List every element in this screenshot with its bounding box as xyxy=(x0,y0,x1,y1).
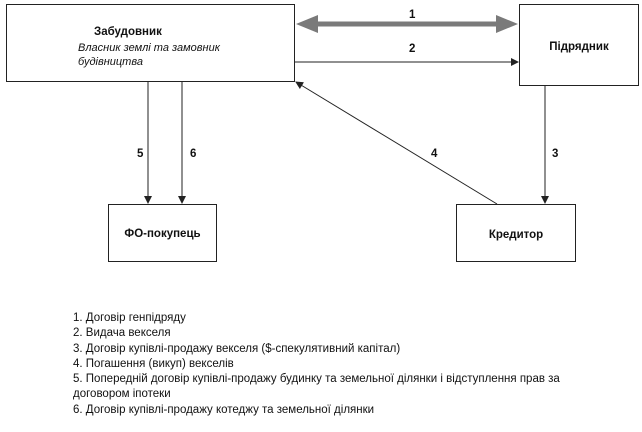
legend-item: 5. Попередній договір купівлі-продажу бу… xyxy=(73,373,560,401)
legend-item: 6. Договір купівлі-продажу котеджу та зе… xyxy=(73,403,375,416)
legend-item: 4. Погашення (викуп) векселів xyxy=(73,357,234,370)
arrow-label-2: 2 xyxy=(409,43,416,55)
buyer-title: ФО-покупець xyxy=(124,228,201,240)
arrow-4-bill-redemption xyxy=(295,81,498,205)
developer-subtitle: Власник землі та замовник будівництва xyxy=(78,42,220,68)
arrow-1-contract xyxy=(296,15,518,33)
legend-item: 1. Договір генпідряду xyxy=(73,312,186,324)
legend-list: 1. Договір генпідряду 2. Видача векселя … xyxy=(73,311,573,418)
arrow-label-6: 6 xyxy=(190,148,197,160)
legend-item: 3. Договір купівлі-продажу векселя ($-сп… xyxy=(73,342,401,355)
developer-title: Забудовник xyxy=(94,26,162,38)
arrow-label-5: 5 xyxy=(137,148,144,160)
contractor-title: Підрядник xyxy=(549,41,609,53)
contractor-box: Підрядник xyxy=(519,4,639,86)
arrow-label-4: 4 xyxy=(431,148,438,160)
arrow-label-1: 1 xyxy=(409,9,416,21)
developer-box: Забудовник Власник землі та замовник буд… xyxy=(6,4,295,82)
buyer-box: ФО-покупець xyxy=(108,204,217,262)
creditor-title: Кредитор xyxy=(488,229,544,241)
arrow-label-3: 3 xyxy=(552,148,559,160)
creditor-box: Кредитор xyxy=(456,204,576,262)
legend-item: 2. Видача векселя xyxy=(73,327,171,340)
